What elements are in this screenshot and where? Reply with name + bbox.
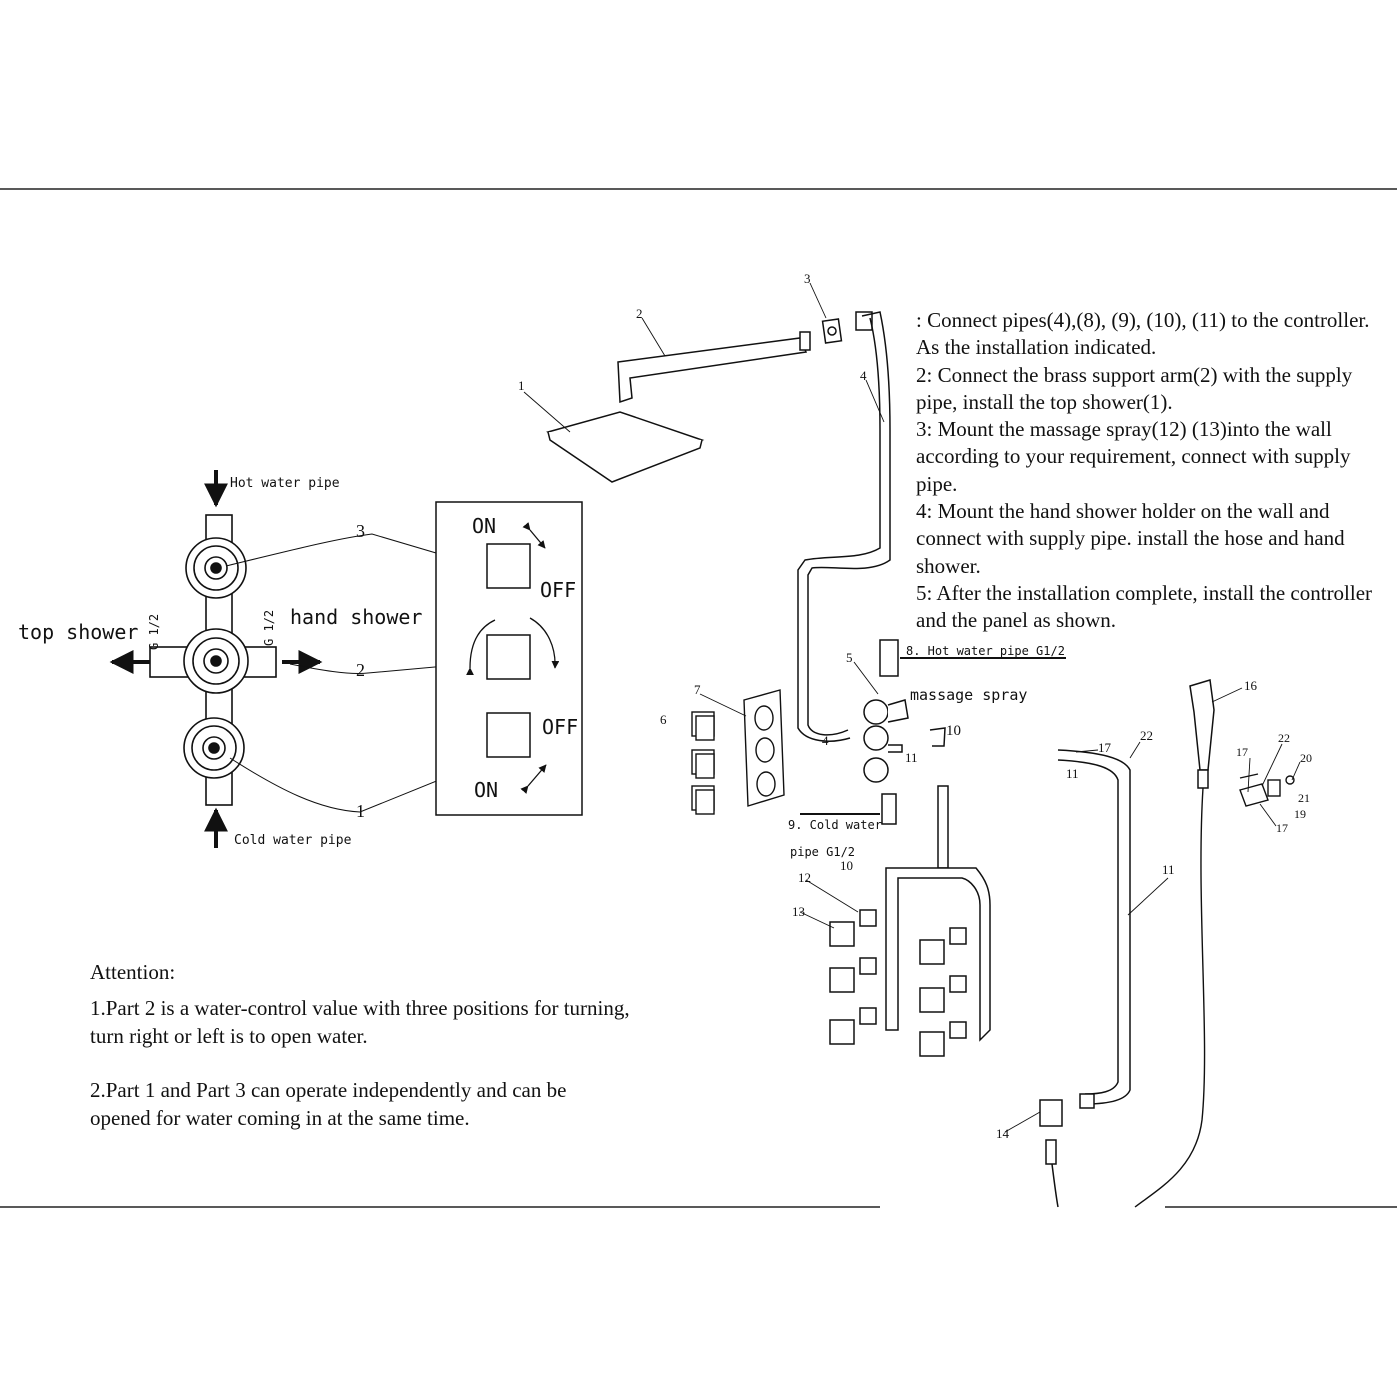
spray-nozzles-left <box>829 909 877 1045</box>
flow-arrows <box>109 470 323 848</box>
callout-19: 19 <box>1294 807 1306 821</box>
callout-20: 20 <box>1300 751 1312 765</box>
hand-shower <box>1189 679 1215 789</box>
label-cold-water-2: pipe G1/2 <box>790 845 855 859</box>
label-off-top: OFF <box>540 578 576 602</box>
callout-2-left: 2 <box>356 660 365 680</box>
attention-title: Attention: <box>90 960 176 984</box>
part-7-panel <box>743 689 785 807</box>
callout-3-left: 3 <box>356 521 365 541</box>
part-6-knobs <box>691 711 715 815</box>
control-panel <box>435 501 583 816</box>
instruction-2: 2: Connect the brass support arm(2) with… <box>916 362 1353 414</box>
label-cold-water-pipe: Cold water pipe <box>234 833 352 848</box>
label-on-bottom: ON <box>474 778 498 802</box>
callout-numbers: 3 2 1 1 2 3 4 4 5 6 7 10 11 10 12 13 17 … <box>356 271 1312 1141</box>
pipe-4 <box>797 311 891 742</box>
label-on-top: ON <box>472 514 496 538</box>
frame-border <box>0 188 1397 1208</box>
knob-2-square <box>486 634 531 680</box>
label-hot-water-pipe: Hot water pipe <box>230 476 340 491</box>
instruction-5: 5: After the installation complete, inst… <box>916 580 1373 633</box>
callout-6: 6 <box>660 712 667 727</box>
callout-22-a: 22 <box>1140 728 1153 743</box>
spray-nozzles-right <box>919 927 967 1057</box>
label-off-bottom: OFF <box>542 715 578 739</box>
callout-22-b: 22 <box>1278 731 1290 745</box>
hot-water-underline <box>800 657 1066 815</box>
callout-21: 21 <box>1298 791 1310 805</box>
callout-1: 1 <box>518 378 525 393</box>
instruction-1: : Connect pipes(4),(8), (9), (10), (11) … <box>916 308 1370 360</box>
instruction-3: 3: Mount the massage spray(12) (13)into … <box>916 417 1351 496</box>
supply-pipe-11 <box>1039 749 1131 1208</box>
callout-2: 2 <box>636 306 643 321</box>
attention-item-2: 2.Part 1 and Part 3 can operate independ… <box>90 1078 567 1130</box>
callout-11-b: 11 <box>1066 766 1079 781</box>
label-top-shower: top shower <box>18 620 138 644</box>
callout-11-a: 11 <box>905 750 918 765</box>
callout-1-left: 1 <box>356 801 365 821</box>
controller-valves <box>863 639 949 869</box>
leader-lines-right <box>523 282 1301 1133</box>
callout-4-bottom: 4 <box>822 733 829 748</box>
label-hot-water-g: 8. Hot water pipe G1/2 <box>906 644 1065 658</box>
callout-16: 16 <box>1244 678 1258 693</box>
callout-7: 7 <box>694 682 701 697</box>
label-cold-water-1: 9. Cold water <box>788 818 882 832</box>
label-g-half-left: G 1/2 <box>147 614 161 650</box>
label-hand-shower: hand shower <box>290 605 422 629</box>
instruction-4: 4: Mount the hand shower holder on the w… <box>916 499 1345 578</box>
callout-12: 12 <box>798 870 811 885</box>
callout-14: 14 <box>996 1126 1010 1141</box>
knob-1-square <box>486 712 531 758</box>
attention-notes: Attention: 1.Part 2 is a water-control v… <box>90 958 630 1132</box>
installation-instructions: : Connect pipes(4),(8), (9), (10), (11) … <box>916 307 1376 635</box>
callout-10-b: 10 <box>840 858 853 873</box>
callout-3: 3 <box>804 271 811 286</box>
massage-spray-network <box>829 867 991 1057</box>
callout-10-a: 10 <box>946 723 961 739</box>
top-shower-drawing <box>546 318 843 483</box>
callout-17-a: 17 <box>1098 740 1112 755</box>
panel-turn-arrows <box>466 522 560 794</box>
callout-13: 13 <box>792 904 805 919</box>
shower-hose <box>1134 787 1206 1208</box>
valve-body-diagram <box>149 514 277 806</box>
label-massage-spray: massage spray <box>910 686 1027 704</box>
callout-17-c: 17 <box>1276 821 1288 835</box>
knob-3-square <box>486 543 531 589</box>
callout-17-b: 17 <box>1236 745 1248 759</box>
callout-11-c: 11 <box>1162 862 1175 877</box>
attention-item-1: 1.Part 2 is a water-control value with t… <box>90 996 630 1048</box>
leader-lines-left <box>225 533 481 813</box>
callout-4-top: 4 <box>860 368 867 383</box>
callout-5: 5 <box>846 650 853 665</box>
label-g-half-right: G 1/2 <box>262 610 276 646</box>
